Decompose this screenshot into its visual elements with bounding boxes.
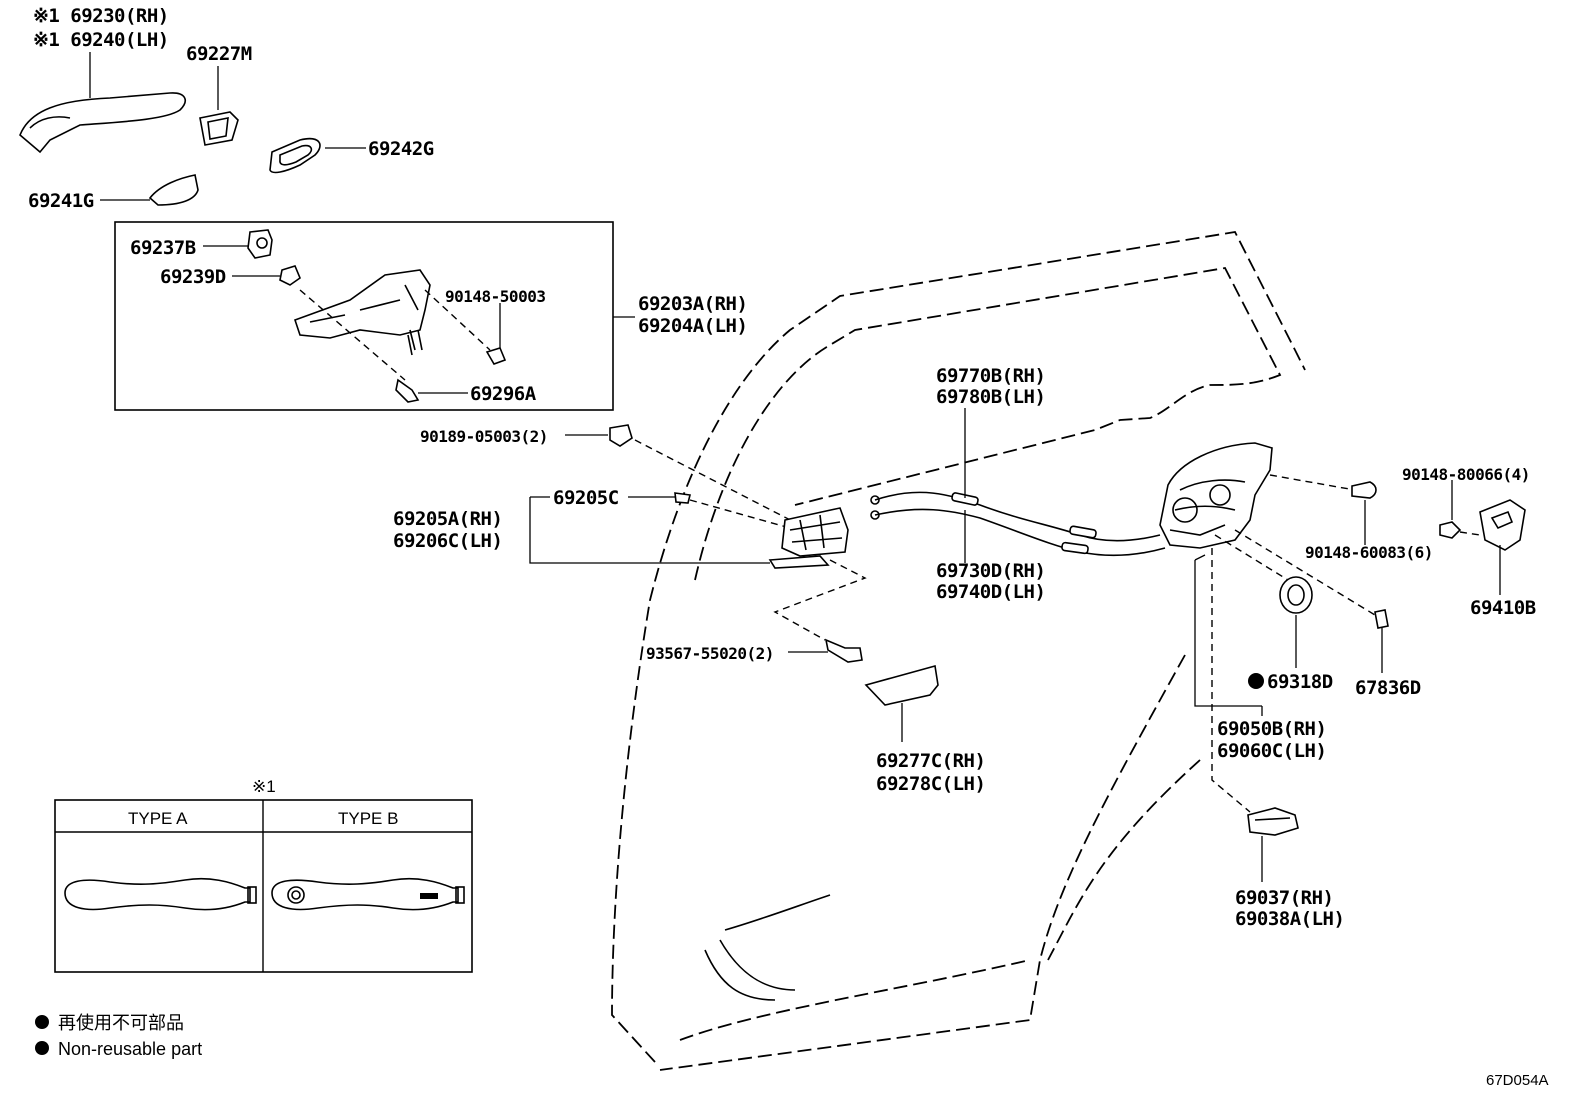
label-69227m: 69227M [186, 43, 252, 65]
rear-door-outline [611, 231, 1306, 1071]
label-69206c: 69206C(LH) [393, 530, 502, 552]
frame-assembly-box [114, 221, 635, 411]
label-69240: ※1 69240(LH) [33, 29, 169, 51]
striker-icon [1479, 499, 1526, 551]
grommet-icon [1279, 576, 1313, 614]
handle-type-table: ※1 TYPE A TYPE B [54, 777, 473, 973]
clip-icon [247, 229, 273, 259]
outside-handle-parts [19, 52, 366, 206]
label-69038a: 69038A(LH) [1235, 908, 1344, 930]
label-69278c: 69278C(LH) [876, 773, 985, 795]
type-a-handle-icon [64, 877, 251, 911]
label-69204a: 69204A(LH) [638, 315, 747, 337]
front-pad-icon [148, 174, 199, 206]
non-reusable-mark-icon [1248, 673, 1264, 689]
legend-dot-icon [35, 1041, 49, 1055]
label-69242g: 69242G [368, 138, 434, 160]
door-lock-assembly [1159, 442, 1526, 882]
label-69037: 69037(RH) [1235, 887, 1333, 909]
lock-cables [870, 408, 1166, 563]
type-b-handle-icon [271, 877, 459, 911]
label-69730d: 69730D(RH) [936, 560, 1045, 582]
label-90148-60083: 90148-60083(6) [1305, 543, 1433, 562]
inner-handle-parts [529, 424, 939, 742]
label-90148-50003: 90148-50003 [445, 287, 545, 306]
handle-cover-icon [199, 111, 239, 146]
label-90148-80066: 90148-80066(4) [1402, 465, 1530, 484]
legend-dot-icon [35, 1015, 49, 1029]
label-69237b: 69237B [130, 237, 196, 259]
handle-frame-icon [293, 269, 431, 339]
screw-icon [1351, 481, 1377, 499]
figure-code: 67D054A [1486, 1072, 1549, 1089]
label-69203a: 69203A(RH) [638, 293, 747, 315]
door-lock-icon [1159, 442, 1273, 549]
label-69410b: 69410B [1470, 597, 1536, 619]
label-69740d: 69740D(LH) [936, 581, 1045, 603]
type-b-header: TYPE B [338, 809, 398, 828]
rear-gasket-icon [269, 137, 321, 174]
legend-jp: 再使用不可部品 [58, 1013, 184, 1033]
label-69770b: 69770B(RH) [936, 365, 1045, 387]
outside-handle-icon [19, 92, 186, 154]
label-69205a: 69205A(RH) [393, 508, 502, 530]
screw-icon [1439, 521, 1462, 539]
type-a-header: TYPE A [128, 809, 188, 828]
connector-icon [1247, 807, 1299, 836]
legend: 再使用不可部品 Non-reusable part [35, 1013, 202, 1059]
label-69318d: 69318D [1267, 671, 1333, 693]
label-69060c: 69060C(LH) [1217, 740, 1326, 762]
type-note-mark: ※1 [252, 777, 276, 796]
clip-icon [609, 424, 633, 447]
legend-en: Non-reusable part [58, 1039, 202, 1059]
label-69296a: 69296A [470, 383, 537, 405]
label-67836d: 67836D [1355, 677, 1421, 699]
cap-icon [279, 265, 301, 286]
inner-mechanism-icon [781, 507, 849, 557]
label-69230: ※1 69230(RH) [33, 5, 169, 27]
label-69050b: 69050B(RH) [1217, 718, 1326, 740]
screw-icon [824, 638, 863, 663]
label-69277c: 69277C(RH) [876, 750, 985, 772]
label-69780b: 69780B(LH) [936, 386, 1045, 408]
label-90189: 90189-05003(2) [420, 427, 548, 446]
label-69241g: 69241G [28, 190, 94, 212]
handle-bezel-icon [864, 664, 939, 706]
label-69205c: 69205C [553, 487, 619, 509]
label-93567: 93567-55020(2) [646, 644, 774, 663]
screw-icon [485, 347, 507, 365]
label-69239d: 69239D [160, 266, 226, 288]
clip-icon [1374, 609, 1389, 629]
bolt-icon [395, 378, 420, 403]
